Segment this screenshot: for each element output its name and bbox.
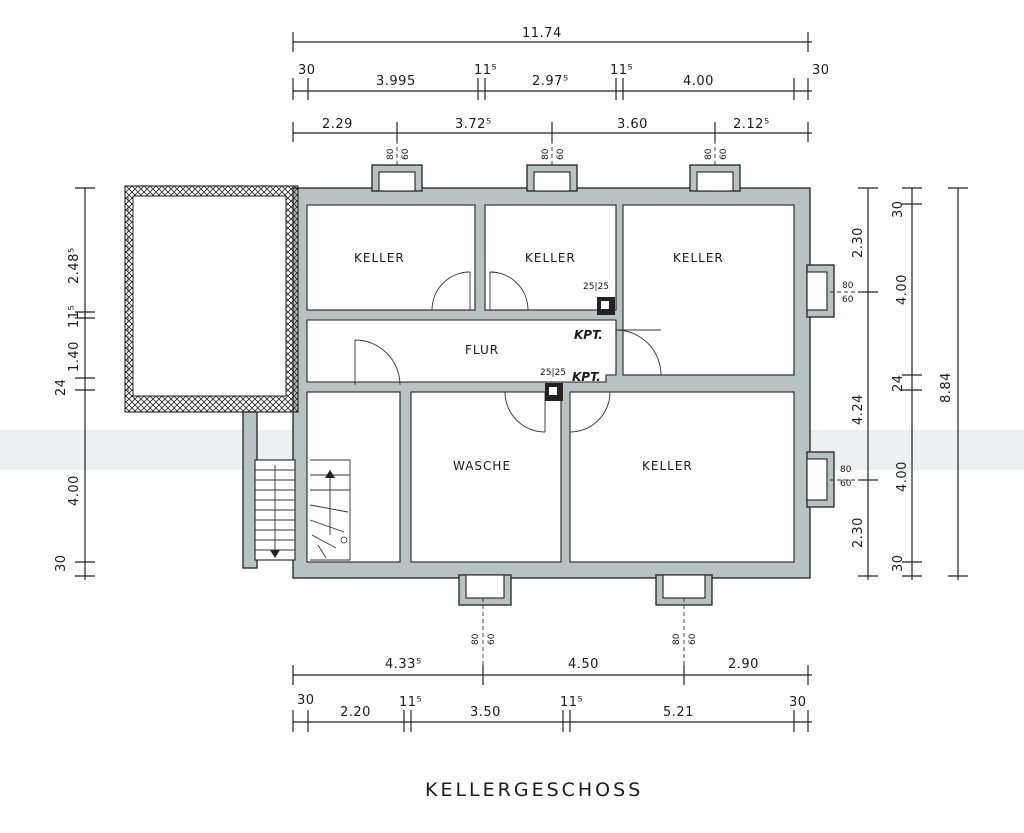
dim-right-mid-4: 30 — [891, 554, 906, 572]
dim-left-5: 30 — [54, 554, 69, 572]
dim-bottom-r2-5: 5.21 — [663, 705, 694, 720]
right-windows — [806, 264, 835, 508]
dim-top-r3-3: 2.12⁵ — [733, 117, 770, 132]
room-label-keller-1: KELLER — [354, 251, 405, 265]
room-keller-2 — [484, 204, 617, 311]
dim-overall-width: 11.74 — [522, 26, 562, 41]
dim-top-r2-5: 4.00 — [683, 74, 714, 89]
dim-bottom-r2-0: 30 — [297, 693, 315, 708]
window-label-top-1b: 60 — [401, 148, 411, 160]
dim-top-r2-0: 30 — [298, 63, 316, 78]
staircase — [242, 411, 351, 569]
room-keller-1 — [306, 204, 476, 311]
dim-top-r2-6: 30 — [812, 63, 830, 78]
room-stair-hall — [306, 391, 401, 563]
window-label-right-1b: 60 — [842, 295, 854, 305]
room-label-wasche: WASCHE — [453, 459, 511, 473]
window-label-top-2a: 80 — [541, 148, 551, 160]
room-label-keller-3: KELLER — [673, 251, 724, 265]
dim-right-inner-0: 2.30 — [851, 227, 866, 258]
annex — [124, 185, 299, 413]
window-label-bottom-2b: 60 — [688, 633, 698, 645]
dim-right-inner-1: 4.24 — [851, 394, 866, 425]
dim-bottom-r1-0: 4.33⁵ — [385, 657, 422, 672]
dim-top-r3-0: 2.29 — [322, 117, 353, 132]
right-dimension-lines — [830, 187, 968, 580]
dim-right-mid-2: 24 — [891, 374, 906, 392]
dim-right-inner-2: 2.30 — [851, 517, 866, 548]
dim-top-r2-2: 11⁵ — [474, 63, 497, 78]
window-label-right-2a: 80 — [840, 465, 852, 475]
room-keller-4 — [569, 391, 795, 563]
room-label-keller-2: KELLER — [525, 251, 576, 265]
dim-bottom-r2-1: 2.20 — [340, 705, 371, 720]
room-label-keller-4: KELLER — [642, 459, 693, 473]
bottom-windows — [458, 574, 713, 606]
drawing-title: KELLERGESCHOSS — [425, 779, 643, 801]
room-flur — [306, 319, 617, 383]
dim-bottom-r1-1: 4.50 — [568, 657, 599, 672]
dim-bottom-r2-2: 11⁵ — [399, 695, 422, 710]
dim-left-0: 2.48⁵ — [67, 247, 82, 284]
window-label-bottom-2a: 80 — [672, 633, 682, 645]
dim-bottom-r1-2: 2.90 — [728, 657, 759, 672]
bottom-dimension-lines — [292, 598, 812, 732]
window-label-bottom-1b: 60 — [487, 633, 497, 645]
dim-right-overall: 8.84 — [939, 372, 954, 403]
door-swings — [354, 271, 662, 433]
dim-bottom-r2-4: 11⁵ — [560, 695, 583, 710]
window-label-top-2b: 60 — [556, 148, 566, 160]
chimney-kpt-2: KPT. — [572, 370, 601, 384]
dim-bottom-r2-6: 30 — [789, 695, 807, 710]
dim-right-mid-3: 4.00 — [895, 461, 910, 492]
chimney-1 — [597, 297, 615, 315]
room-wasche — [410, 391, 562, 563]
dim-left-2: 1.40 — [67, 341, 82, 372]
left-dimension-lines — [75, 187, 95, 580]
room-keller-3 — [622, 204, 795, 376]
window-label-top-3b: 60 — [719, 148, 729, 160]
chimney-size-1: 25|25 — [583, 282, 609, 292]
dim-top-r2-1: 3.995 — [376, 74, 416, 89]
window-label-right-1a: 80 — [842, 281, 854, 291]
window-label-bottom-1a: 80 — [471, 633, 481, 645]
chimney-2 — [545, 383, 563, 401]
chimney-size-2: 25|25 — [540, 368, 566, 378]
dim-top-r3-2: 3.60 — [617, 117, 648, 132]
dim-left-1: 11⁵ — [67, 305, 82, 328]
dim-left-3: 24 — [54, 378, 69, 396]
dim-bottom-r2-3: 3.50 — [470, 705, 501, 720]
dim-top-r2-3: 2.97⁵ — [532, 74, 569, 89]
dim-top-r3-1: 3.72⁵ — [455, 117, 492, 132]
dim-right-mid-0: 30 — [891, 200, 906, 218]
window-label-right-2b: 60 — [840, 479, 852, 489]
dim-top-r2-4: 11⁵ — [610, 63, 633, 78]
window-label-top-1a: 80 — [386, 148, 396, 160]
window-label-top-3a: 80 — [704, 148, 714, 160]
top-windows — [371, 164, 741, 192]
dim-right-mid-1: 4.00 — [895, 274, 910, 305]
chimney-kpt-1: KPT. — [574, 328, 603, 342]
dim-left-4: 4.00 — [67, 475, 82, 506]
room-label-flur: FLUR — [465, 343, 499, 357]
